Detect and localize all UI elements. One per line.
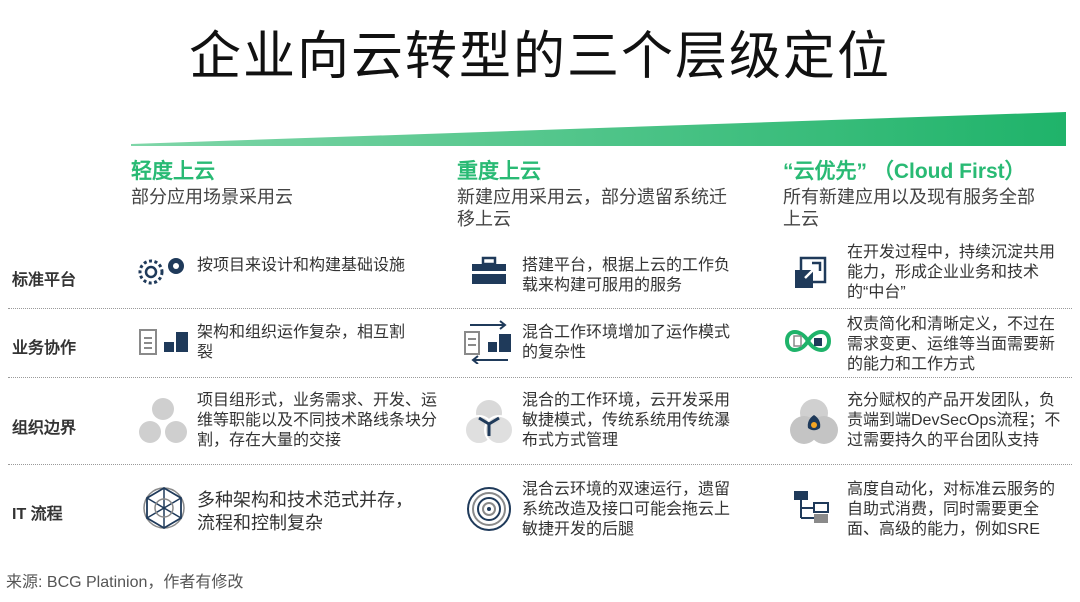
cell-text: 充分赋权的产品开发团队，负责端到端DevSecOps流程；不过需要持久的平台团队…: [847, 392, 1061, 449]
column-heading: 轻度上云: [131, 160, 215, 183]
clipboard-arrows-icon: [464, 320, 511, 364]
expand-arrow-icon: [795, 256, 827, 288]
cell-text: 高度自动化，对标准云服务的自助式消费，同时需要更全面、高级的能力，例如SRE: [847, 481, 1056, 538]
concentric-rings-icon: [467, 487, 511, 531]
row-label-business-collab: 业务协作: [12, 340, 77, 357]
progress-wedge: [131, 112, 1066, 146]
network-sphere-icon: [143, 486, 185, 530]
cell-text: 搭建平台，根据上云的工作负载来构建可服用的服务: [522, 257, 731, 294]
venn-diagram-icon: [464, 398, 514, 445]
column-desc: 部分应用场景采用云: [131, 187, 293, 207]
column-heavy-cloud: 重度上云 新建应用采用云，部分遗留系统迁移上云: [457, 158, 767, 230]
row-label-org-boundary: 组织边界: [12, 420, 77, 437]
column-heading: 重度上云: [457, 160, 541, 183]
column-desc: 新建应用采用云，部分遗留系统迁移上云: [457, 187, 727, 229]
venn-highlight-icon: [790, 399, 838, 444]
cell-text: 按项目来设计和构建基础设施: [197, 257, 406, 274]
cell-text: 多种架构和技术范式并存，流程和控制复杂: [197, 490, 413, 533]
toolbox-icon: [472, 256, 506, 284]
column-cloud-first: “云优先” （Cloud First） 所有新建应用以及现有服务全部上云: [783, 158, 1080, 230]
page-title: 企业向云转型的三个层级定位: [188, 28, 891, 86]
clipboard-blocks-icon: [139, 329, 188, 355]
column-light-cloud: 轻度上云 部分应用场景采用云: [131, 158, 441, 208]
gears-icon: [138, 258, 184, 285]
row-label-standard-platform: 标准平台: [12, 272, 77, 289]
three-circles-icon: [139, 398, 187, 443]
row-divider: [8, 464, 1072, 465]
cell-text: 混合云环境的双速运行，遗留系统改造及接口可能会拖云上敏捷开发的后腿: [522, 481, 731, 538]
source-footnote: 来源: BCG Platinion，作者有修改: [6, 574, 244, 591]
cell-text: 在开发过程中，持续沉淀共用能力，形成企业业务和技术的“中台”: [847, 244, 1056, 301]
cell-text: 混合的工作环境，云开发采用敏捷模式，传统系统用传统瀑布式方式管理: [522, 392, 731, 449]
flow-steps-icon: [794, 491, 829, 523]
cell-text: 架构和组织运作复杂，相互割裂: [197, 324, 406, 361]
infinity-loop-icon: [784, 330, 832, 352]
column-heading: “云优先” （Cloud First）: [783, 160, 1026, 183]
cell-text: 项目组形式，业务需求、开发、运维等职能以及不同技术路线条块分割，存在大量的交接: [197, 392, 438, 449]
row-divider: [8, 308, 1072, 309]
column-desc: 所有新建应用以及现有服务全部上云: [783, 187, 1035, 229]
cell-text: 混合工作环境增加了运作模式的复杂性: [522, 324, 731, 361]
row-divider: [8, 377, 1072, 378]
cell-text: 权责简化和清晰定义，不过在需求变更、运维等当面需要新的能力和工作方式: [847, 316, 1056, 373]
row-label-it-process: IT 流程: [12, 506, 63, 523]
